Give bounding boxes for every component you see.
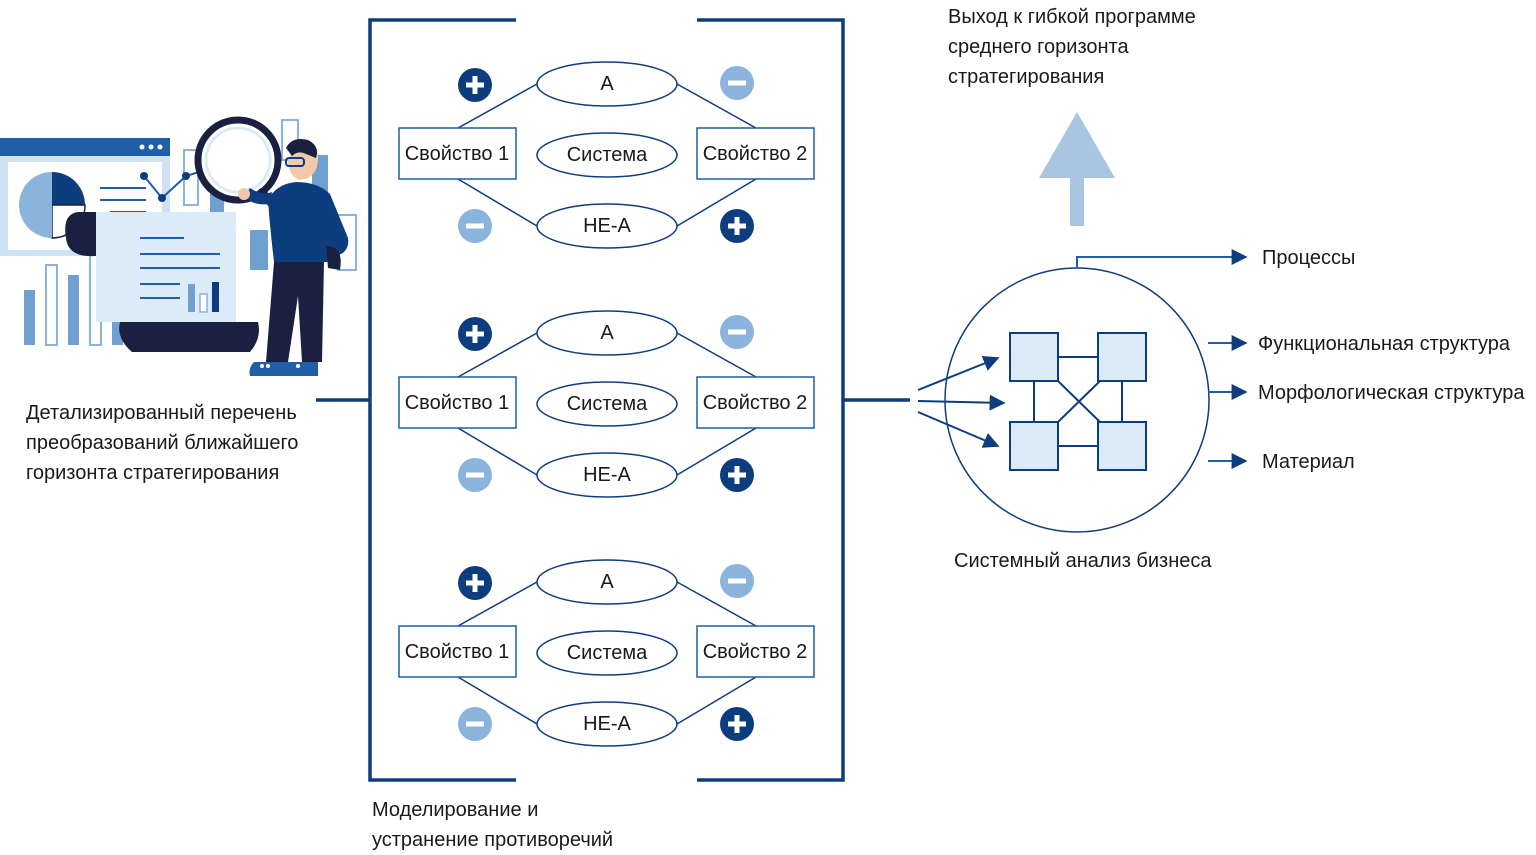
connector-line	[676, 581, 757, 627]
minus-icon	[720, 564, 754, 598]
connector-line	[676, 83, 757, 129]
output-material: Материал	[1262, 447, 1355, 477]
node-a-ellipse	[536, 61, 678, 107]
property-2-label: Свойство 2	[703, 143, 808, 165]
node-not-a-label: НЕ-А	[583, 215, 631, 237]
node-a-label: А	[600, 322, 614, 344]
output-label: Материал	[1262, 451, 1355, 473]
node-system-label: Система	[567, 393, 648, 415]
property-1-box	[398, 625, 517, 678]
left-caption-line: горизонта стратегирования	[26, 462, 280, 484]
connector-line	[457, 581, 538, 627]
minus-icon	[458, 209, 492, 243]
node-not-a-ellipse	[536, 203, 678, 249]
connector-line	[457, 83, 538, 129]
node-a-label: А	[600, 73, 614, 95]
property-1-box	[398, 127, 517, 180]
minus-icon	[720, 315, 754, 349]
connector-line	[457, 332, 538, 378]
left-caption-line: Детализированный перечень	[26, 402, 297, 424]
top-caption-line: среднего горизонта	[948, 36, 1129, 58]
property-1-box	[398, 376, 517, 429]
property-2-label: Свойство 2	[703, 392, 808, 414]
up-arrow	[1039, 112, 1115, 226]
plus-icon	[720, 458, 754, 492]
analyst-illustration	[0, 116, 357, 376]
property-2-label: Свойство 2	[703, 641, 808, 663]
property-1-label: Свойство 1	[405, 641, 510, 663]
left-caption: Детализированный перечень преобразований…	[26, 398, 298, 488]
output-label: Функциональная структура	[1258, 333, 1511, 355]
output-functional-structure: Функциональная структура	[1258, 329, 1510, 359]
connector-line	[676, 676, 757, 725]
output-label: Процессы	[1262, 247, 1356, 269]
node-a-label: А	[600, 571, 614, 593]
connector-line	[676, 178, 757, 227]
minus-icon	[458, 458, 492, 492]
output-processes: Процессы	[1262, 243, 1355, 273]
bottom-caption: Моделирование и устранение противоречий	[372, 795, 613, 855]
system-analysis-circle	[917, 267, 1210, 533]
output-arrows	[1076, 249, 1248, 469]
node-system-label: Система	[567, 642, 648, 664]
property-1-label: Свойство 1	[405, 392, 510, 414]
bottom-caption-line: Моделирование и	[372, 799, 539, 821]
top-caption-line: стратегирования	[948, 66, 1105, 88]
minus-icon	[720, 66, 754, 100]
property-2-box	[696, 625, 815, 678]
connector-line	[676, 427, 757, 476]
bottom-caption-line: устранение противоречий	[372, 829, 614, 851]
node-system-ellipse	[536, 630, 678, 676]
node-a-ellipse	[536, 310, 678, 356]
plus-icon	[458, 68, 492, 102]
contradiction-bracket	[316, 18, 910, 782]
plus-icon	[720, 707, 754, 741]
output-morphological-structure: Морфологическая структура	[1258, 378, 1524, 408]
property-1-label: Свойство 1	[405, 143, 510, 165]
property-2-box	[696, 127, 815, 180]
output-label: Морфологическая структура	[1258, 382, 1525, 404]
node-not-a-label: НЕ-А	[583, 713, 631, 735]
node-a-ellipse	[536, 559, 678, 605]
connector-line	[457, 427, 538, 476]
node-not-a-ellipse	[536, 701, 678, 747]
node-system-ellipse	[536, 132, 678, 178]
top-caption-line: Выход к гибкой программе	[948, 6, 1196, 28]
connector-line	[457, 676, 538, 725]
node-not-a-label: НЕ-А	[583, 464, 631, 486]
plus-icon	[720, 209, 754, 243]
node-system-ellipse	[536, 381, 678, 427]
connector-line	[457, 178, 538, 227]
left-caption-line: преобразований ближайшего	[26, 432, 299, 454]
connector-line	[676, 332, 757, 378]
minus-icon	[458, 707, 492, 741]
property-2-box	[696, 376, 815, 429]
node-system-label: Система	[567, 144, 648, 166]
system-caption: Системный анализ бизнеса	[954, 546, 1212, 576]
plus-icon	[458, 566, 492, 600]
node-not-a-ellipse	[536, 452, 678, 498]
plus-icon	[458, 317, 492, 351]
system-caption-text: Системный анализ бизнеса	[954, 550, 1212, 572]
top-caption: Выход к гибкой программе среднего горизо…	[948, 2, 1196, 92]
